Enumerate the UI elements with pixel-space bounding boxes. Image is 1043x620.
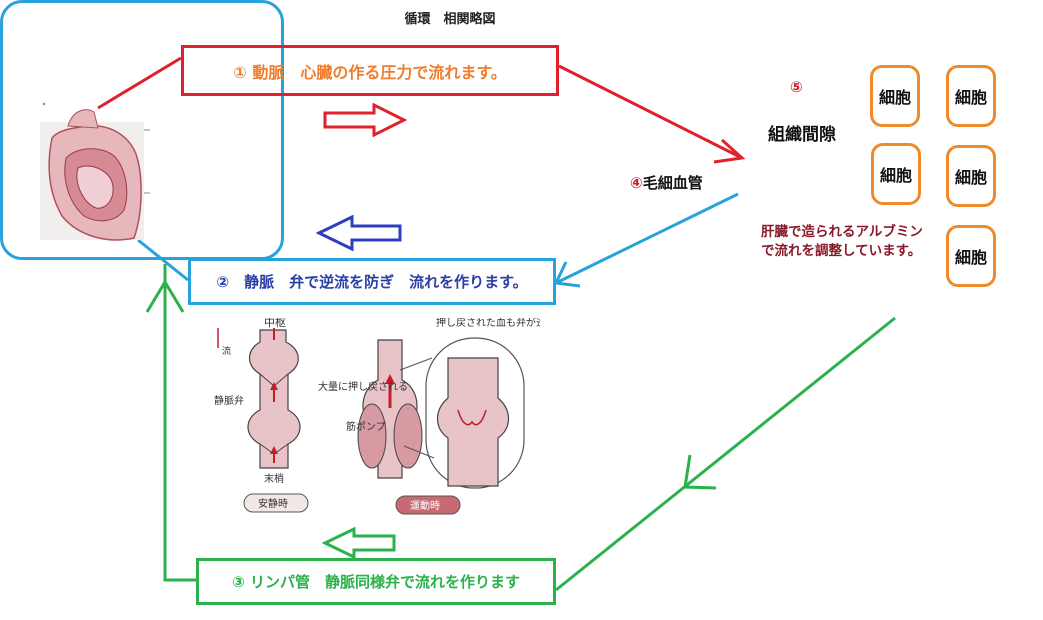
vein-box: ② 静脈 弁で逆流を防ぎ 流れを作ります。: [188, 258, 556, 305]
lymph-up-arrowhead: [145, 279, 185, 313]
heart-illustration: [40, 102, 150, 241]
lymph-box: ③ リンパ管 静脈同様弁で流れを作ります: [196, 558, 556, 605]
label-pushed-back: 大量に押し戻される: [318, 380, 408, 393]
cell-2: 細胞: [946, 65, 996, 127]
vein-valve-illustration: 中枢 末梢 静脈弁 流 安静時 大量に押し戻される 筋ポンプ 運動時 押し戻され…: [214, 318, 540, 515]
cell-3: 細胞: [871, 143, 921, 205]
vein-arrowhead: [553, 261, 581, 288]
lymph-arrowhead: [683, 454, 717, 490]
lymph-to-vein-line: [163, 264, 196, 582]
albumin-note: 肝臓で造られるアルブミンで流れを調整しています。: [761, 224, 923, 259]
label-periphery: 末梢: [264, 472, 284, 485]
label-center: 中枢: [264, 318, 286, 329]
tissue-to-lymph-line: [555, 316, 896, 592]
artery-to-capillary-line: [558, 64, 743, 160]
label-rest: 安静時: [258, 497, 288, 510]
label-muscle-pump: 筋ポンプ: [346, 420, 386, 433]
label-blocked: 押し戻された血も弁が逆流を防ぐ: [436, 318, 540, 329]
capillary-to-vein-line: [555, 192, 739, 285]
capillary-number: ④: [630, 174, 643, 192]
hollow-left-arrow-icon: [316, 215, 402, 251]
hollow-left-arrow-green-icon: [322, 527, 396, 559]
label-valve: 静脈弁: [214, 394, 244, 407]
tissue-space-box: [0, 0, 284, 260]
cell-5: 細胞: [946, 225, 996, 287]
artery-arrowhead: [713, 138, 746, 164]
tissue-label: 組織間隙: [768, 125, 836, 145]
vein-to-heart-line: [137, 238, 189, 282]
artery-box: ① 動脈 心臓の作る圧力で流れます。: [181, 45, 559, 96]
capillary-label: ④毛細血管: [630, 172, 703, 193]
diagram-title: 循環 相関略図: [404, 12, 496, 27]
cell-4: 細胞: [946, 145, 996, 207]
cell-1: 細胞: [870, 65, 920, 127]
capillary-text: 毛細血管: [642, 174, 703, 192]
heart-to-artery-line: [97, 56, 182, 110]
hollow-right-arrow-icon: [323, 103, 408, 137]
label-flow: 流: [222, 345, 231, 357]
tissue-number: ⑤: [790, 78, 803, 96]
label-exercise: 運動時: [410, 499, 440, 512]
